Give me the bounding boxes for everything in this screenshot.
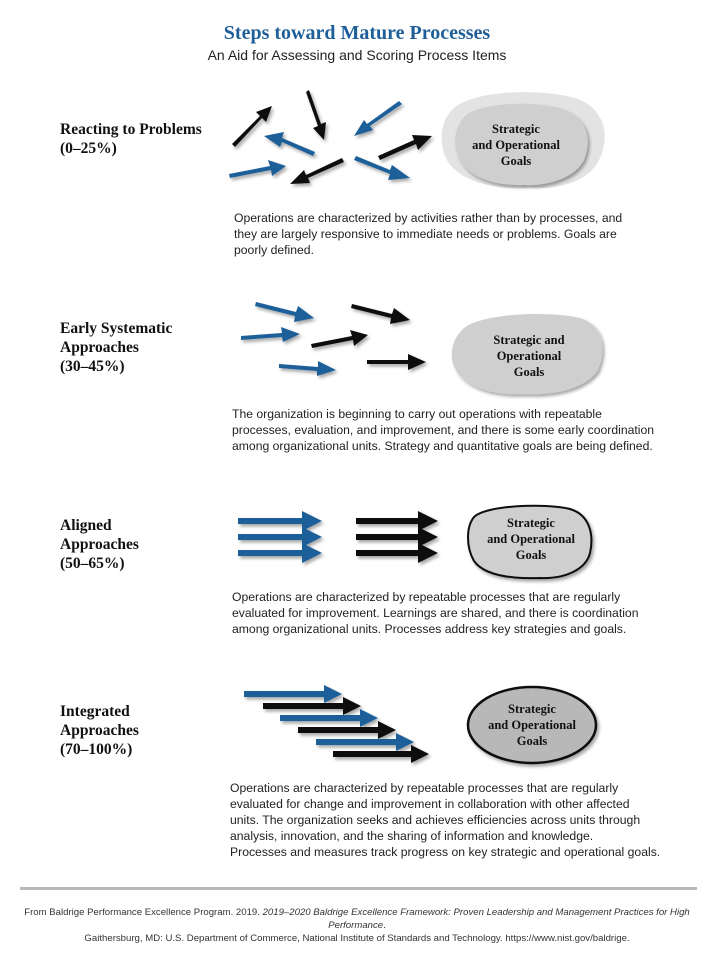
arrow-black-3 bbox=[378, 135, 432, 160]
arrow-blue-1 bbox=[229, 160, 286, 178]
stage-description-early-systematic: The organization is beginning to carry o… bbox=[232, 407, 655, 453]
arrow-black-2 bbox=[298, 721, 396, 739]
stage-diagram-early-systematic bbox=[0, 290, 714, 400]
arrow-blue-4 bbox=[354, 156, 410, 180]
arrow-blue-2 bbox=[238, 527, 322, 547]
arrow-black-1 bbox=[356, 511, 438, 531]
early-diagram-svg bbox=[241, 302, 603, 395]
stage-label-line: (0–25%) bbox=[60, 140, 117, 157]
stage-description-reacting: Operations are characterized by activiti… bbox=[234, 211, 623, 257]
goal-ellipse bbox=[466, 685, 598, 765]
arrow-black-2 bbox=[311, 330, 368, 348]
stage-label-reacting: Reacting to Problems (0–25%) bbox=[60, 120, 202, 158]
stage-label-aligned: Aligned Approaches (50–65%) bbox=[60, 517, 139, 572]
stage-label-early-systematic: Early Systematic Approaches (30–45%) bbox=[60, 320, 173, 375]
arrow-black-1 bbox=[263, 697, 361, 715]
arrow-blue-3 bbox=[238, 543, 322, 563]
goal-cloud-inner bbox=[455, 103, 588, 186]
arrow-black-2 bbox=[306, 90, 326, 140]
arrow-black-3 bbox=[356, 543, 438, 563]
arrow-blue-1 bbox=[255, 302, 314, 322]
arrow-black-1 bbox=[351, 304, 410, 324]
citation-line-1: From Baldrige Performance Excellence Pro… bbox=[24, 907, 690, 931]
stage-diagram-aligned bbox=[0, 495, 714, 590]
goal-label-reacting: Strategic and Operational Goals bbox=[472, 122, 560, 168]
aligned-diagram-svg bbox=[238, 504, 593, 580]
page-subtitle: An Aid for Assessing and Scoring Process… bbox=[207, 47, 507, 63]
stage-diagram-integrated bbox=[0, 670, 714, 770]
arrow-blue-1 bbox=[244, 685, 342, 703]
arrow-black-3 bbox=[333, 745, 429, 763]
goal-cloud bbox=[451, 314, 603, 395]
goal-label-integrated: Strategic and Operational Goals bbox=[488, 702, 576, 748]
arrow-blue-3 bbox=[354, 101, 402, 136]
source-citation: From Baldrige Performance Excellence Pro… bbox=[0, 906, 714, 945]
footer-divider bbox=[20, 887, 697, 890]
arrow-black-3 bbox=[367, 354, 426, 370]
stage-label-line: Reacting to Problems bbox=[60, 121, 202, 138]
goal-label-early-systematic: Strategic and Operational Goals bbox=[493, 333, 565, 379]
arrow-blue-1 bbox=[238, 511, 322, 531]
stage-description-aligned: Operations are characterized by repeatab… bbox=[232, 590, 639, 636]
reacting-diagram-svg bbox=[229, 90, 605, 189]
arrow-black-4 bbox=[290, 158, 344, 184]
arrow-blue-2 bbox=[241, 327, 300, 342]
arrow-blue-2 bbox=[280, 709, 378, 727]
arrow-black-1 bbox=[232, 106, 272, 147]
goal-cloud bbox=[467, 504, 593, 580]
goal-label-aligned: Strategic and Operational Goals bbox=[487, 516, 575, 562]
integrated-diagram-svg bbox=[244, 685, 598, 765]
page-title: Steps toward Mature Processes bbox=[223, 22, 491, 44]
arrow-blue-3 bbox=[316, 733, 414, 751]
arrow-black-2 bbox=[356, 527, 438, 547]
arrow-blue-3 bbox=[279, 361, 336, 376]
stage-description-integrated: Operations are characterized by repeatab… bbox=[230, 781, 661, 859]
arrow-blue-2 bbox=[264, 132, 315, 156]
stage-diagram-reacting bbox=[0, 80, 714, 210]
stage-label-integrated: Integrated Approaches (70–100%) bbox=[60, 703, 139, 758]
citation-line-2: Gaithersburg, MD: U.S. Department of Com… bbox=[84, 933, 630, 944]
